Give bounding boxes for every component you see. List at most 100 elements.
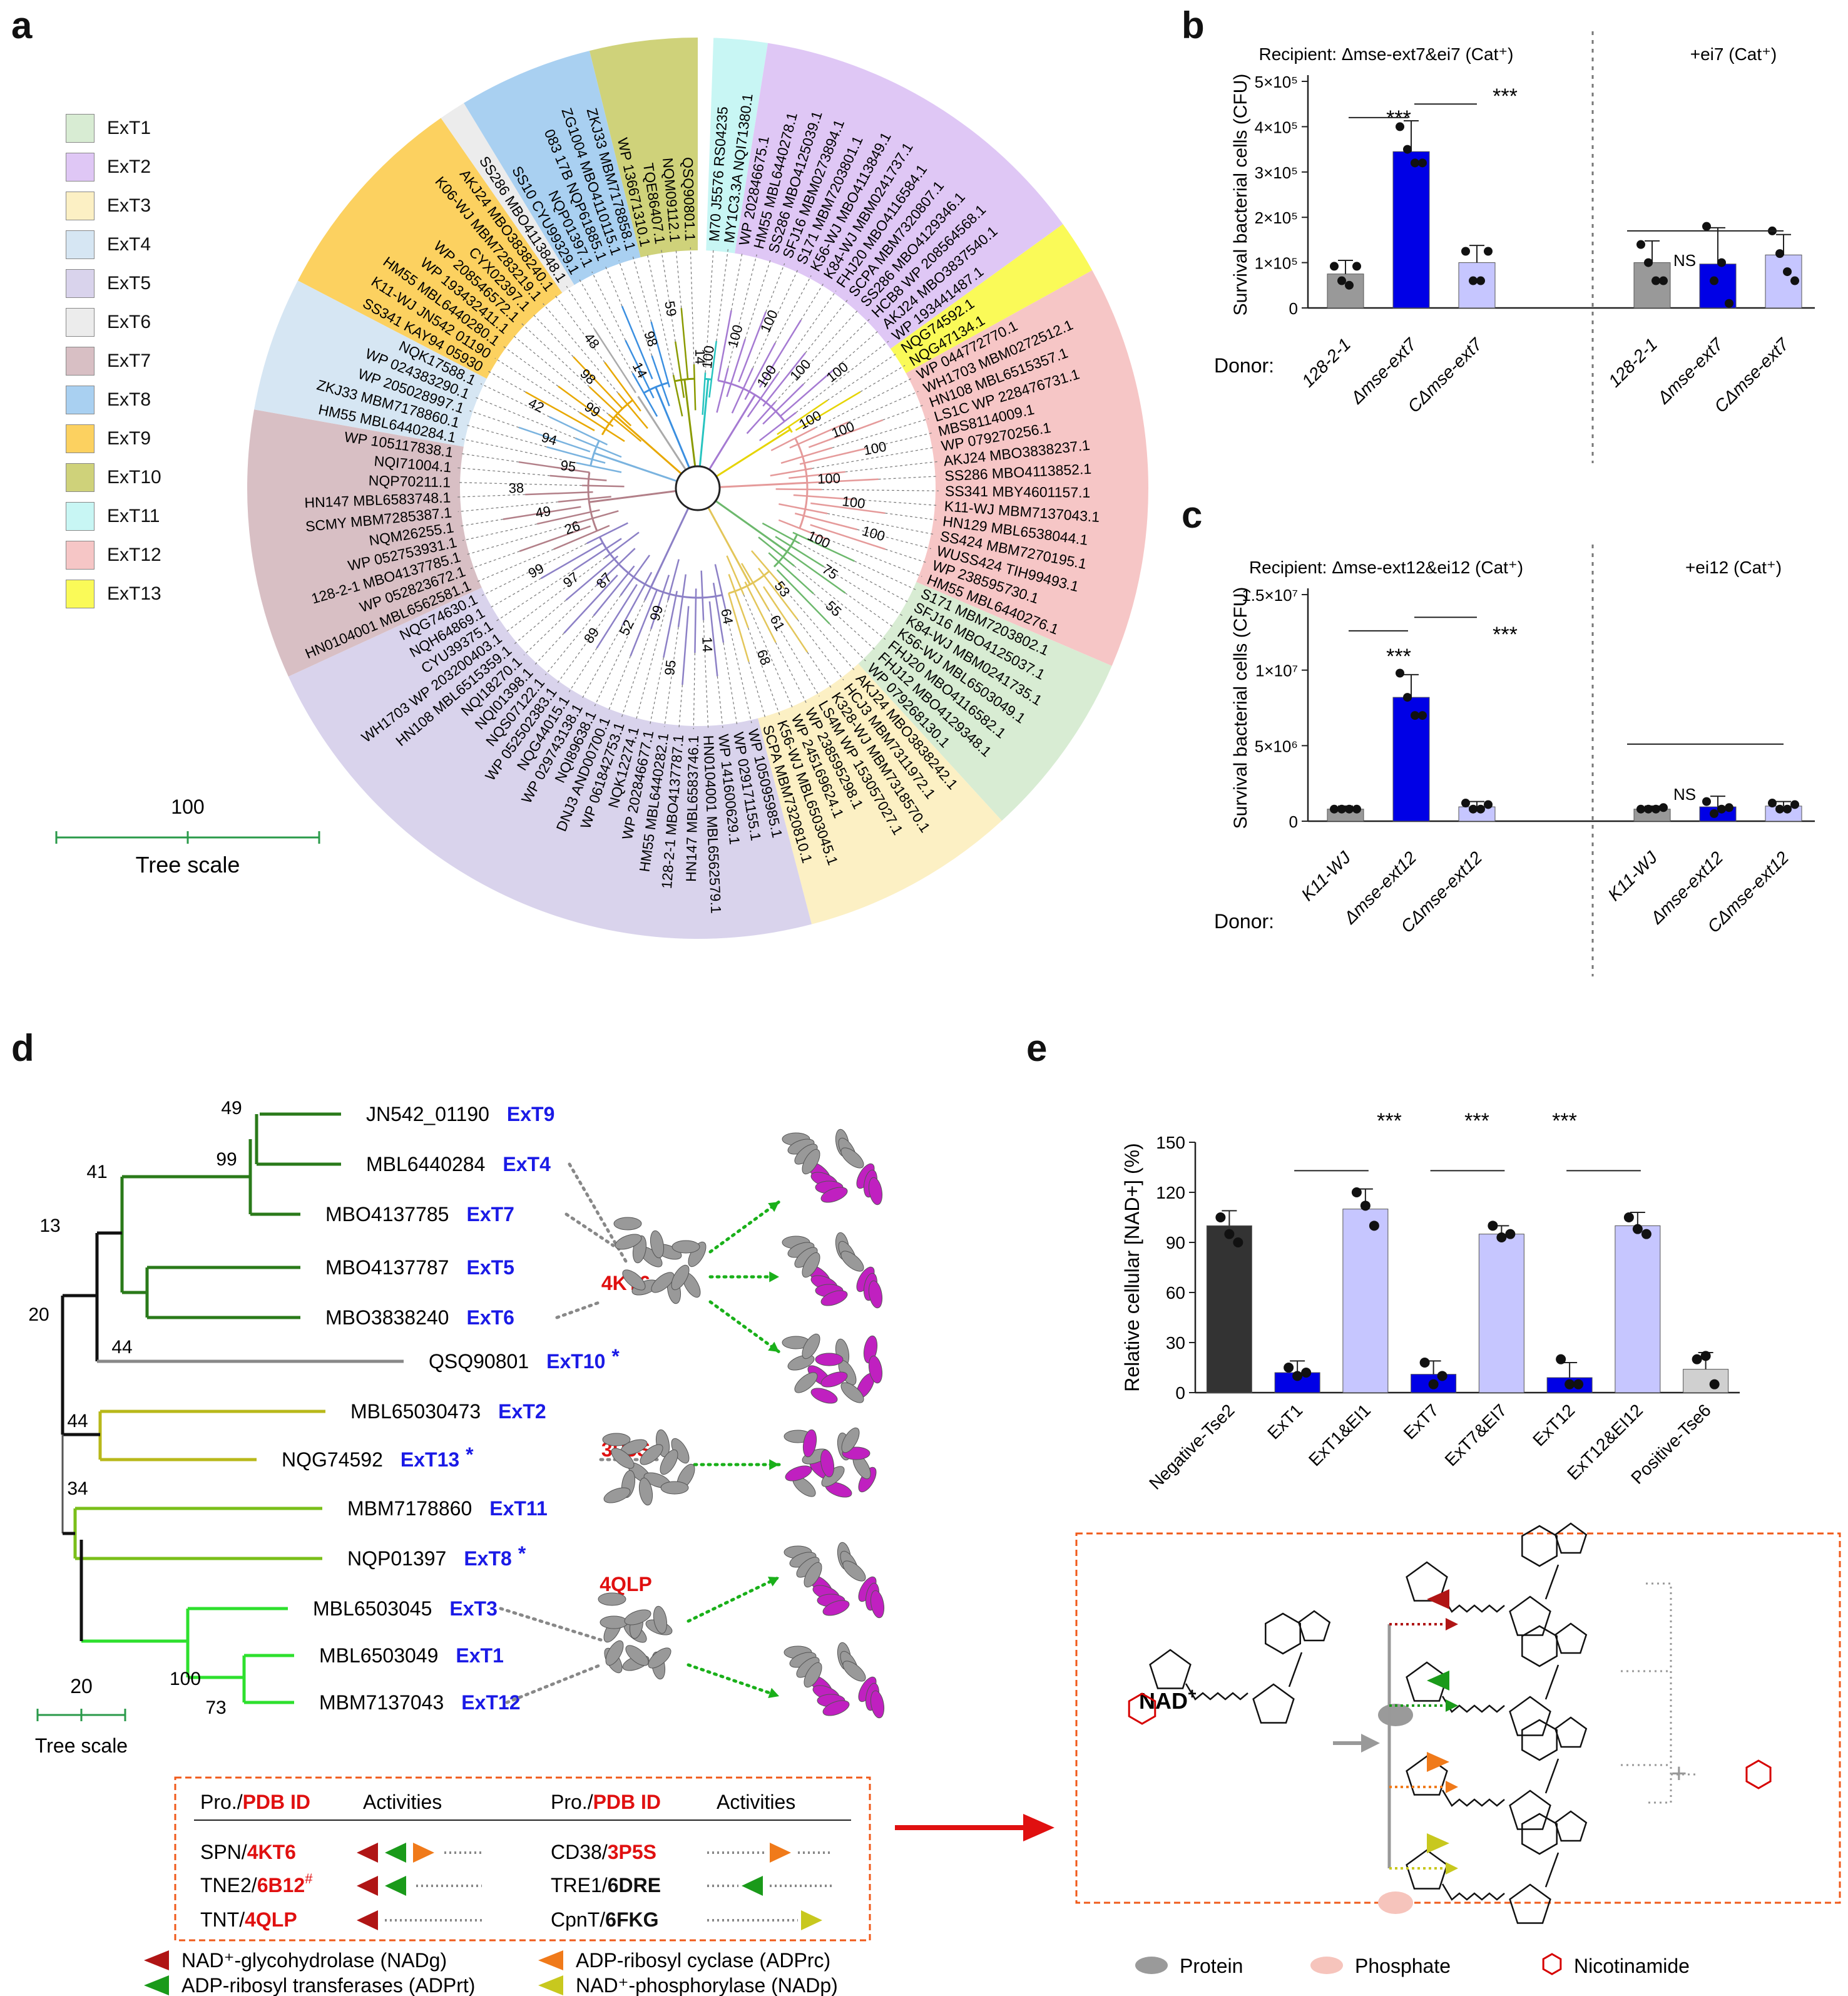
sig-c-2: *** <box>1493 623 1518 647</box>
connector <box>687 1575 781 1623</box>
clade-arc <box>718 379 785 422</box>
svg-text:Pro./PDB ID: Pro./PDB ID <box>200 1791 310 1813</box>
tree-branch <box>786 551 846 594</box>
data-point <box>1224 1229 1235 1239</box>
bootstrap-d: 73 <box>205 1697 226 1718</box>
taxon-accession: QSQ90801 <box>429 1350 529 1373</box>
tree-branch <box>779 369 835 417</box>
panel-letter-a: a <box>11 4 33 46</box>
ribose-ring <box>1149 1649 1192 1689</box>
y-tick-label: 30 <box>1166 1333 1185 1353</box>
phosphate-chain <box>1441 1883 1505 1901</box>
clade-stem <box>715 428 791 478</box>
sig-b-2: *** <box>1493 84 1518 108</box>
activity-triangle <box>385 1843 406 1863</box>
clade-arc <box>598 536 723 599</box>
tree-branch <box>758 319 802 388</box>
table-h-act1: Activities <box>363 1791 442 1813</box>
leader-line <box>650 657 664 725</box>
table-pdb: 4KT6 <box>247 1841 296 1863</box>
tree-branch <box>779 503 828 514</box>
protein-helix <box>648 1647 671 1669</box>
taxon-accession: NQG74592 <box>282 1448 383 1471</box>
legend-label: ExT2 <box>107 156 151 177</box>
table-row-right: TRE1/6DRE <box>551 1874 661 1896</box>
bar-6 <box>1615 1225 1661 1393</box>
tree-branch <box>728 593 750 662</box>
data-point <box>1337 276 1346 285</box>
bootstrap-value: 14 <box>692 349 708 364</box>
tree-branch <box>549 474 607 481</box>
leader-line <box>474 396 576 439</box>
protein-helix <box>787 1354 815 1371</box>
data-point <box>1488 1221 1498 1231</box>
table-pro: TRE1/ <box>551 1874 608 1896</box>
clade-stem <box>615 415 682 475</box>
taxon-accession: NQP01397 <box>347 1547 446 1570</box>
leader-line <box>828 539 922 577</box>
protein-helix <box>651 1272 675 1293</box>
protein-helix <box>598 1592 626 1606</box>
protein-helix <box>794 1372 818 1393</box>
adenine-ring <box>1554 1716 1588 1748</box>
branch-arrow-head <box>1446 1781 1458 1793</box>
taxon-ext: ExT8 <box>464 1547 511 1570</box>
protein-helix <box>615 1234 642 1250</box>
taxon-ext: ExT7 <box>466 1203 514 1226</box>
protein-helix <box>622 1269 646 1291</box>
legend-swatch <box>66 541 94 570</box>
clade-arc <box>643 382 669 394</box>
arrow-head <box>768 1687 779 1699</box>
protein-helix <box>611 1448 635 1469</box>
leader-line <box>716 248 728 341</box>
bootstrap-value: 100 <box>699 345 717 369</box>
leader-line <box>748 662 767 720</box>
taxon-star: * <box>518 1542 526 1565</box>
clade-arc <box>674 377 695 382</box>
data-point <box>1710 809 1718 818</box>
table-h-pdb1: PDB ID <box>243 1791 310 1813</box>
taxon-ext: ExT9 <box>507 1103 554 1125</box>
tree-branch <box>596 548 636 586</box>
tree-scale-a-label: Tree scale <box>136 852 240 878</box>
leader-line <box>521 323 590 387</box>
taxon-star: * <box>611 1345 620 1368</box>
tree-branch <box>625 340 655 399</box>
y-tick-label: 60 <box>1166 1283 1185 1303</box>
leader-line <box>459 519 504 527</box>
leader-line <box>462 438 577 464</box>
svg-text:NAD+: NAD+ <box>1139 1686 1197 1714</box>
adenine-ring <box>1521 1625 1558 1667</box>
leader-line <box>794 565 886 640</box>
leader-line <box>534 633 564 666</box>
bootstrap-d: 41 <box>86 1162 107 1182</box>
legend-label: ExT1 <box>107 118 151 138</box>
tree-branch <box>525 491 593 496</box>
x-tick-label: 128-2-1 <box>1298 334 1354 391</box>
protein-helix <box>868 1355 883 1384</box>
activity-marker <box>1427 1671 1449 1691</box>
protein-4kt6 <box>613 1217 707 1304</box>
adenine-ring <box>1521 1719 1558 1761</box>
taxon-accession: MBL65030473 <box>350 1400 481 1423</box>
legend-protein-swatch <box>1135 1957 1168 1974</box>
tree-branch <box>563 575 618 634</box>
leader-line <box>723 642 738 726</box>
data-point <box>1351 1187 1362 1197</box>
leader-line <box>661 250 676 342</box>
tree-branch <box>596 584 638 648</box>
data-point <box>1476 276 1485 285</box>
data-point <box>1692 1354 1702 1364</box>
tree-branch <box>768 552 814 595</box>
data-point <box>1330 262 1339 271</box>
legend-label: ExT13 <box>107 583 161 604</box>
leader-line <box>543 303 619 394</box>
tree-scale-d-value: 20 <box>70 1675 93 1697</box>
clade-arc <box>601 399 633 436</box>
clade-stem <box>655 386 690 469</box>
tree-branch <box>762 383 804 425</box>
panel-letter-c: c <box>1182 494 1203 536</box>
tree-branch <box>621 571 653 626</box>
leader-line <box>488 578 541 609</box>
